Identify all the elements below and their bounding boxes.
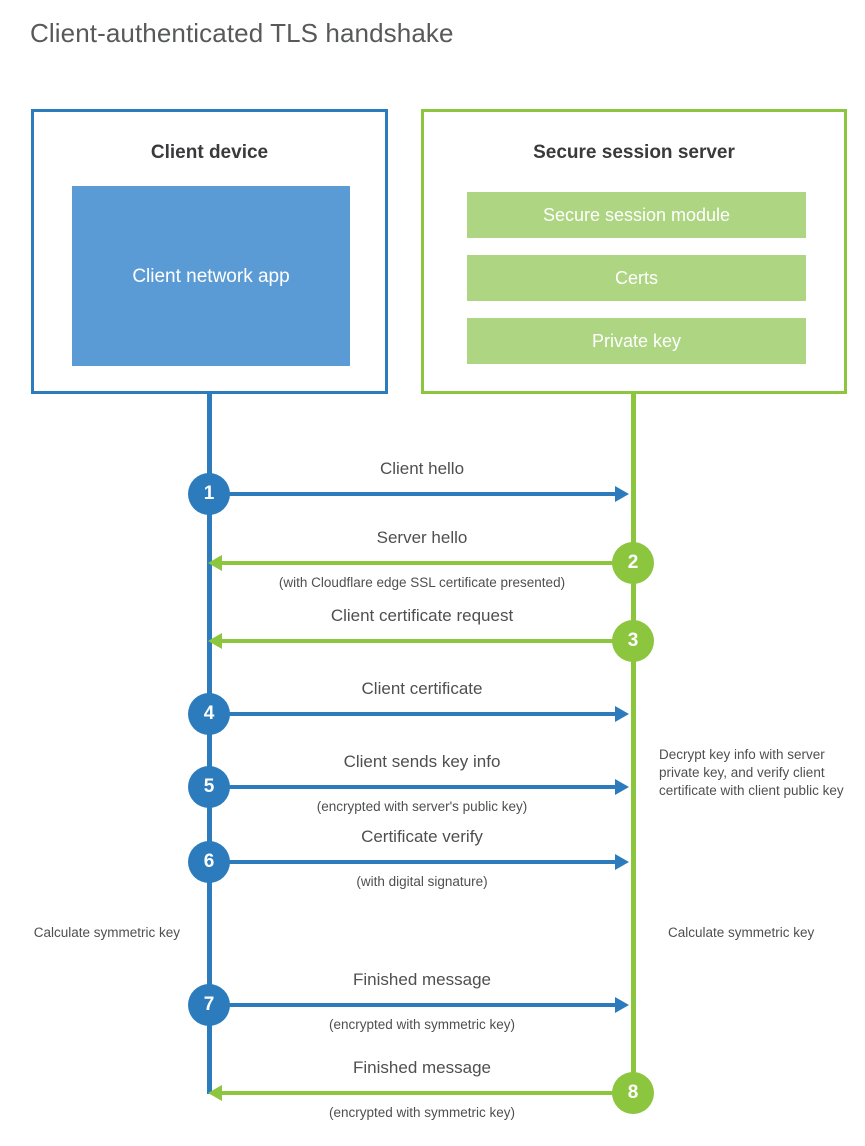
message-label: Client hello xyxy=(379,459,465,478)
message-sublabel: (with Cloudflare edge SSL certificate pr… xyxy=(278,575,566,590)
message-line xyxy=(209,785,615,789)
message-label: Server hello xyxy=(376,528,468,547)
client-device-title: Client device xyxy=(150,142,269,163)
message-line xyxy=(209,492,615,496)
message-line xyxy=(222,1091,634,1095)
server-module-certs: Certs xyxy=(467,255,806,301)
step-circle-7: 7 xyxy=(188,984,230,1026)
message-label: Finished message xyxy=(353,970,491,989)
message-label: Certificate verify xyxy=(361,827,483,846)
arrow-left-icon xyxy=(208,633,222,649)
message-line xyxy=(209,1003,615,1007)
step-circle-4: 4 xyxy=(188,693,230,735)
message-sublabel: (with digital signature) xyxy=(356,874,488,889)
message-line xyxy=(222,561,634,565)
arrow-left-icon xyxy=(208,555,222,571)
message-sublabel: (encrypted with server's public key) xyxy=(316,799,528,814)
server-lifeline xyxy=(631,392,636,1094)
step-circle-8: 8 xyxy=(612,1072,654,1114)
arrow-right-icon xyxy=(615,854,629,870)
server-module-secure-session-module: Secure session module xyxy=(467,192,806,238)
client-network-app-label: Client network app xyxy=(132,265,290,287)
message-line xyxy=(222,639,634,643)
client-lifeline xyxy=(207,392,212,1094)
message-label: Client sends key info xyxy=(343,752,501,771)
secure-session-server-box: Secure session server Secure session mod… xyxy=(421,109,847,394)
server-module-label: Private key xyxy=(591,330,682,351)
client-network-app-block: Client network app xyxy=(72,186,350,366)
message-line xyxy=(209,712,615,716)
step-circle-3: 3 xyxy=(612,620,654,662)
note-calculate-symmetric-key-server: Calculate symmetric key xyxy=(668,925,815,940)
arrow-right-icon xyxy=(615,706,629,722)
server-module-label: Secure session module xyxy=(542,204,731,225)
message-sublabel: (encrypted with symmetric key) xyxy=(328,1105,516,1120)
step-circle-5: 5 xyxy=(188,766,230,808)
arrow-right-icon xyxy=(615,997,629,1013)
arrow-left-icon xyxy=(208,1085,222,1101)
message-line xyxy=(209,860,615,864)
client-device-box: Client device Client network app xyxy=(31,109,388,394)
step-circle-6: 6 xyxy=(188,841,230,883)
arrow-right-icon xyxy=(615,486,629,502)
message-label: Client certificate xyxy=(361,679,483,698)
arrow-right-icon xyxy=(615,779,629,795)
step-circle-1: 1 xyxy=(188,473,230,515)
message-label: Client certificate request xyxy=(330,606,514,625)
note-decrypt-key-info: Decrypt key info with server private key… xyxy=(659,747,844,798)
message-sublabel: (encrypted with symmetric key) xyxy=(328,1017,516,1032)
message-label: Finished message xyxy=(353,1058,491,1077)
page-title: Client-authenticated TLS handshake xyxy=(30,18,454,48)
secure-session-server-title: Secure session server xyxy=(533,142,735,163)
step-circle-2: 2 xyxy=(612,542,654,584)
note-calculate-symmetric-key-client: Calculate symmetric key xyxy=(33,925,180,940)
server-module-private-key: Private key xyxy=(467,318,806,364)
server-module-label: Certs xyxy=(614,267,658,288)
